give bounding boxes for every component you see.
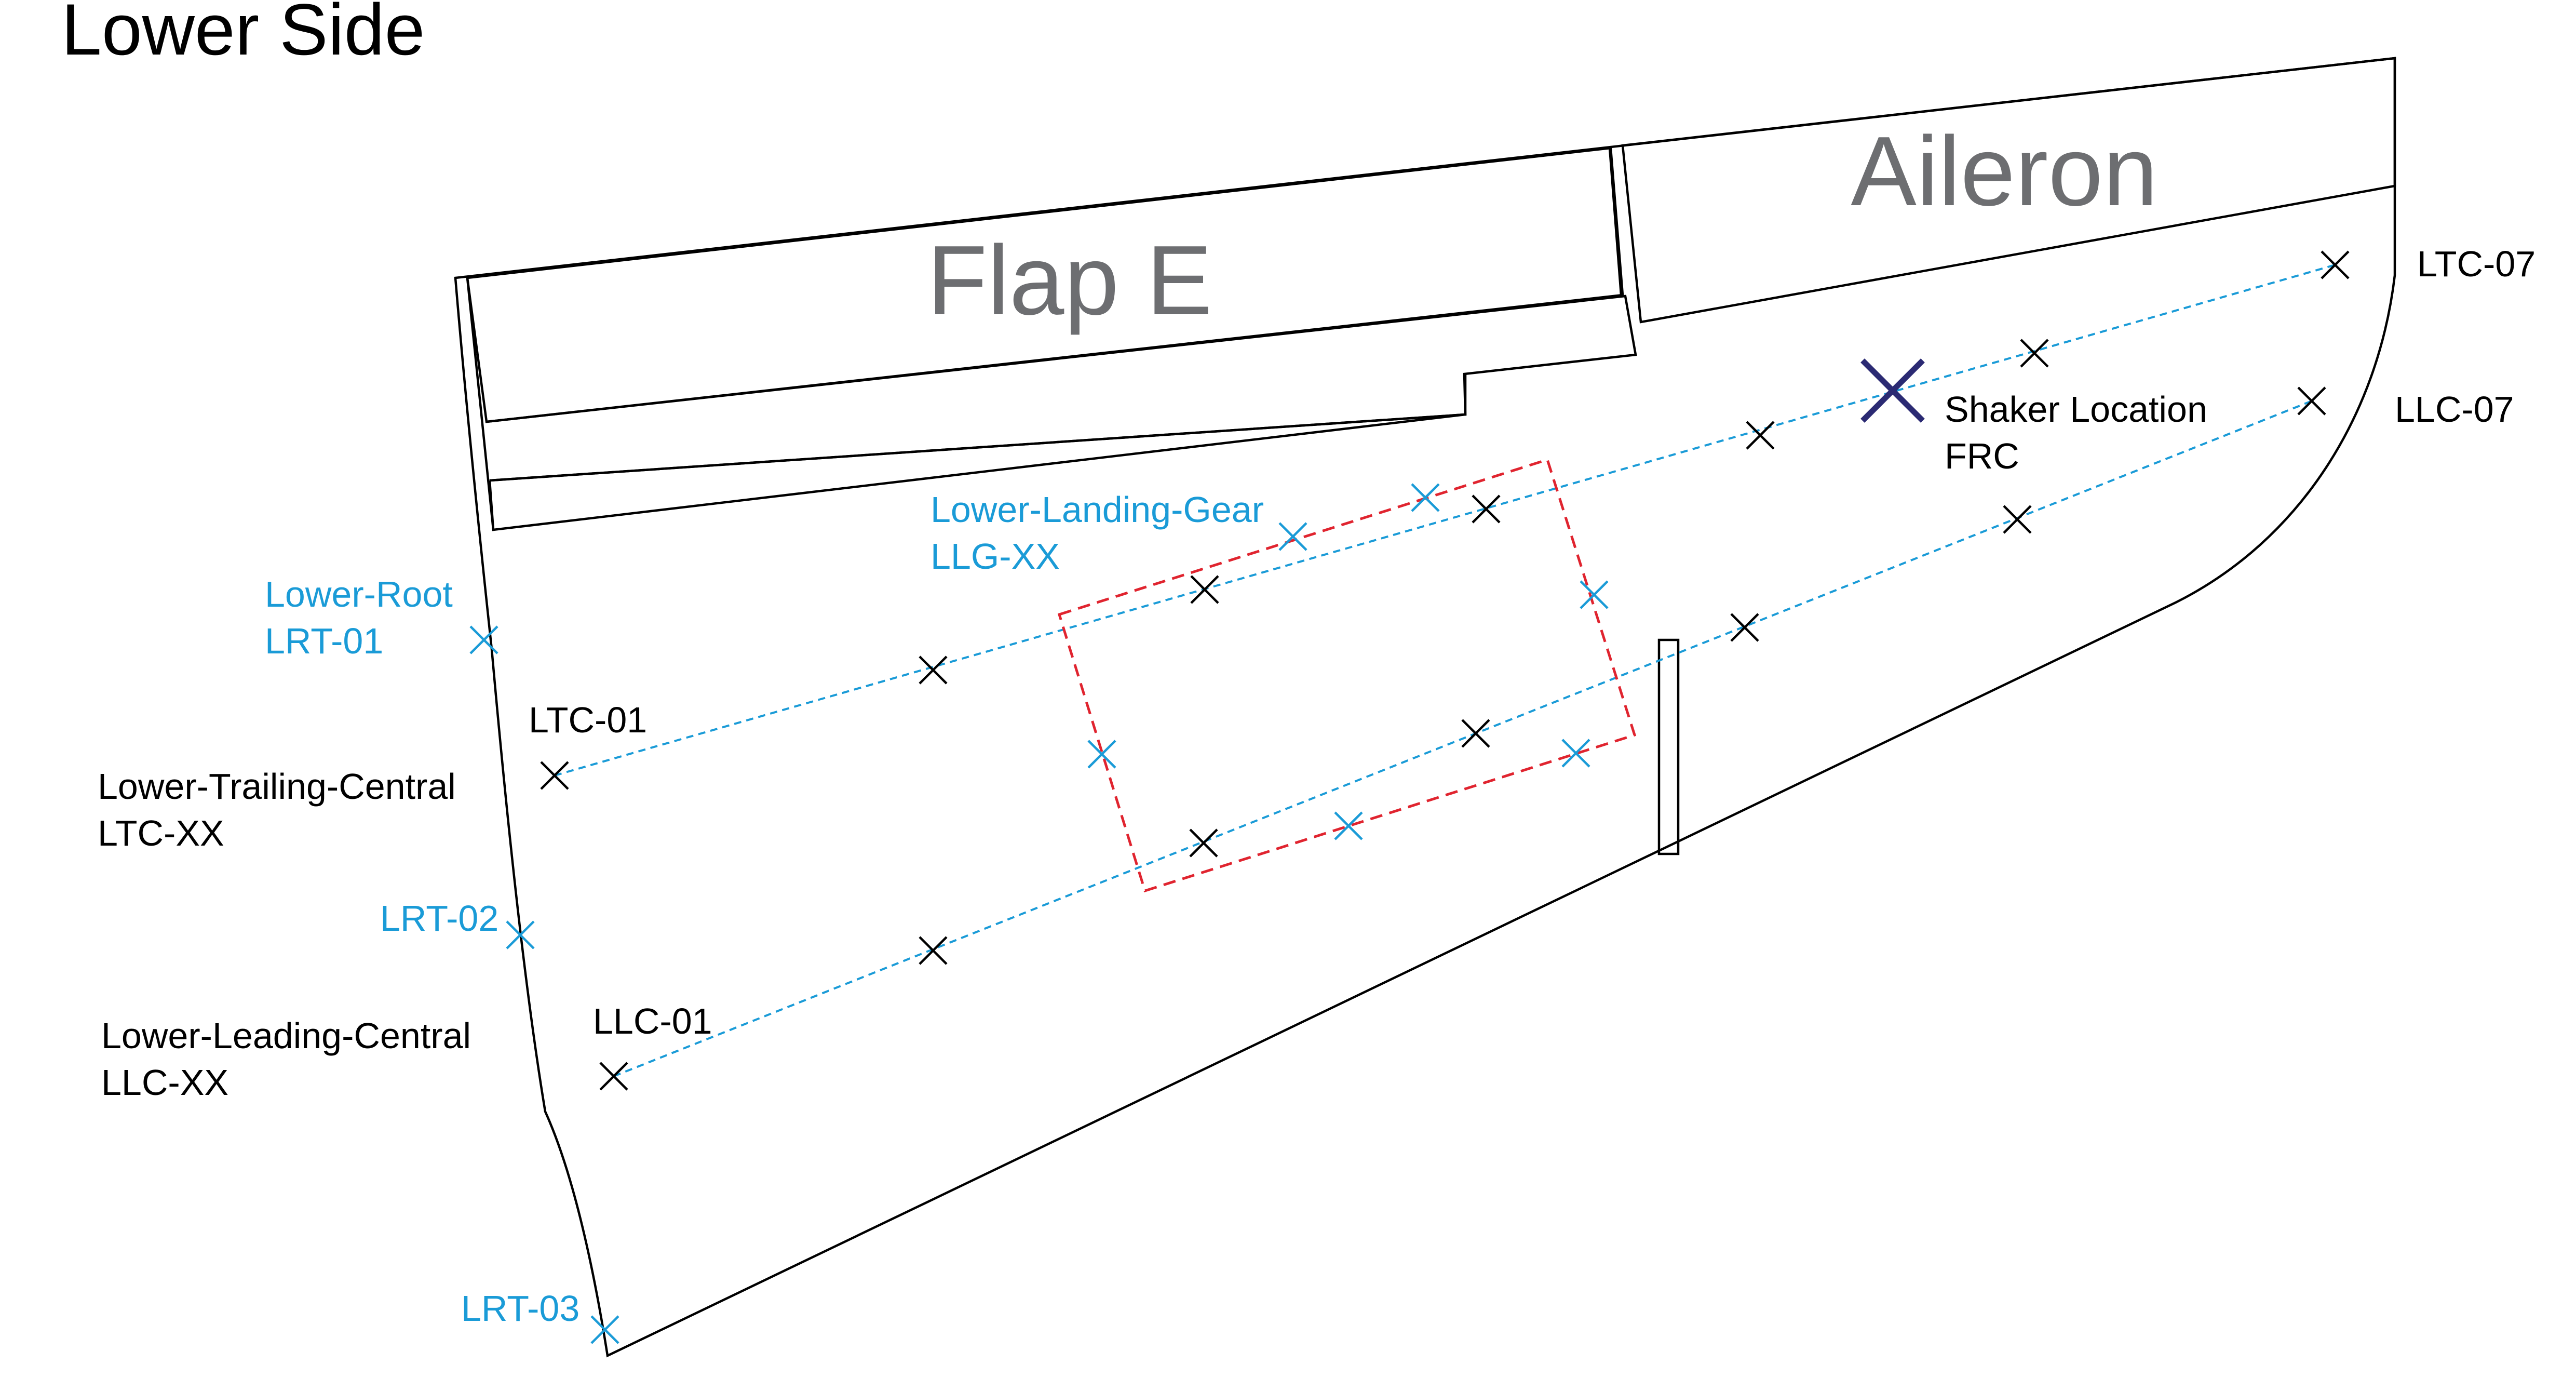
llg-02-marker: [1411, 483, 1440, 512]
lower-root-name-label: Lower-Root: [265, 574, 453, 614]
llc-sensor-line: [613, 400, 2312, 1077]
lrt-02-marker: [506, 920, 535, 949]
ltc-07-marker: [2321, 250, 2350, 279]
aileron-label: Aileron: [1851, 116, 2157, 226]
ltc-group-code-label: LTC-XX: [98, 813, 224, 853]
llc-03-marker: [1189, 828, 1218, 858]
flap-e: Flap E: [466, 146, 1637, 531]
aileron: Aileron: [1621, 57, 2396, 324]
sensor-labels: Lower-Root LRT-01 LRT-02 LRT-03 LTC-01 L…: [98, 244, 2535, 1329]
llc-group-name-label: Lower-Leading-Central: [101, 1015, 471, 1056]
llc-07-label: LLC-07: [2395, 389, 2514, 430]
ltc-06-marker: [2020, 339, 2049, 368]
flap-label: Flap E: [927, 225, 1212, 336]
ltc-03-marker: [1190, 575, 1219, 604]
llg-01-marker: [1278, 522, 1307, 551]
landing-gear-region: [1057, 458, 1637, 893]
llc-01-label: LLC-01: [593, 1001, 712, 1041]
llc-group-code-label: LLC-XX: [101, 1062, 228, 1103]
ltc-01-label: LTC-01: [529, 700, 647, 740]
ltc-07-label: LTC-07: [2417, 244, 2535, 284]
shaker-name-label: Shaker Location: [1945, 389, 2207, 430]
flap-double-edge: [1608, 148, 1623, 296]
ltc-01-marker: [540, 761, 569, 790]
llg-06-marker: [1334, 811, 1363, 840]
shaker-code-label: FRC: [1945, 436, 2019, 476]
ltc-05-marker: [1746, 421, 1775, 450]
llc-01-marker: [599, 1062, 628, 1091]
lrt-02-label: LRT-02: [380, 898, 498, 939]
diagram-title: Lower Side: [61, 0, 425, 70]
llc-02-marker: [919, 936, 948, 965]
ltc-02-marker: [919, 655, 948, 685]
llg-05-marker: [1561, 739, 1590, 768]
llg-03-marker: [1580, 580, 1609, 609]
llc-06-marker: [2003, 505, 2032, 534]
ltc-04-marker: [1472, 494, 1501, 524]
shaker-marker: [1860, 358, 1925, 423]
ltc-group-name-label: Lower-Trailing-Central: [98, 766, 456, 807]
llc-05-marker: [1730, 613, 1759, 642]
lrt-01-marker: [469, 625, 498, 654]
wing-root-inner-line: [466, 277, 495, 530]
llg-group-name-label: Lower-Landing-Gear: [930, 489, 1264, 530]
llg-group-code-label: LLG-XX: [930, 536, 1060, 577]
ltc-sensor-line: [554, 264, 2336, 777]
wing-outline: [454, 57, 2396, 1358]
llc-04-marker: [1461, 719, 1490, 748]
aileron-panel: [1621, 57, 2396, 324]
llg-04-marker: [1087, 740, 1116, 769]
sensor-markers: [469, 250, 2350, 1344]
lrt-01-label: LRT-01: [265, 621, 383, 661]
flap-upper-panel: [466, 146, 1624, 423]
flap-lower-panel: [488, 374, 1467, 531]
llc-07-marker: [2297, 386, 2326, 416]
lrt-03-label: LRT-03: [461, 1288, 579, 1329]
lrt-03-marker: [590, 1315, 619, 1344]
spar-bar: [1657, 638, 1680, 855]
